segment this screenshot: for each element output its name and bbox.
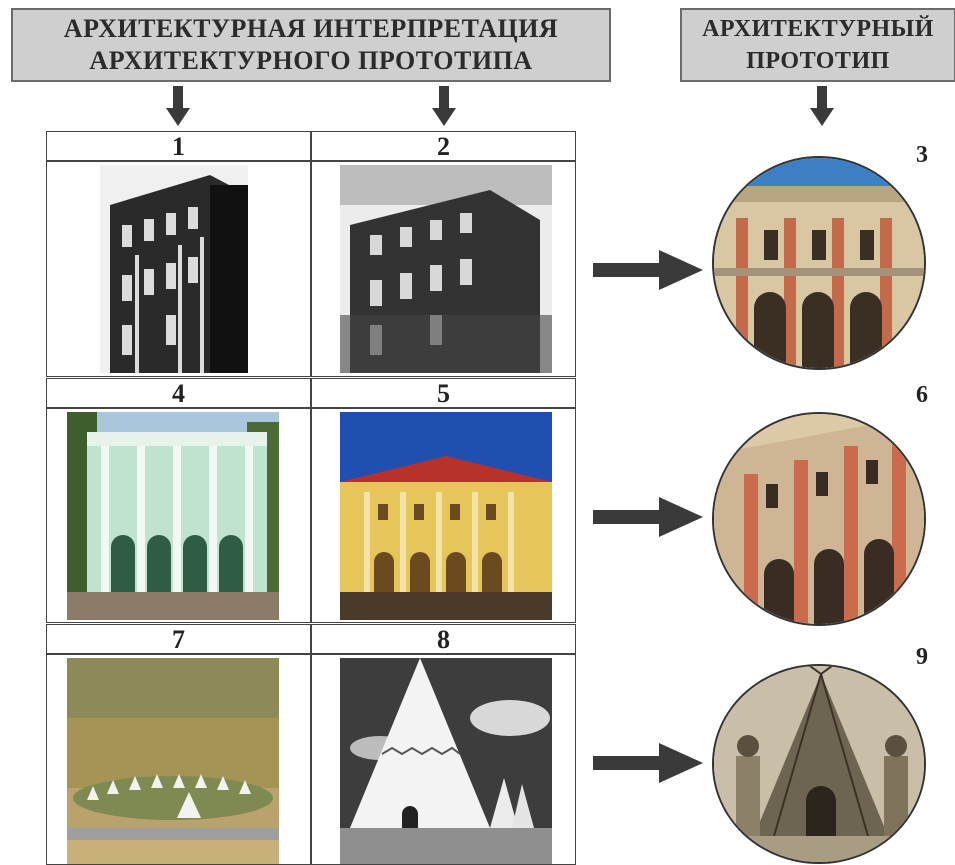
yellow-building-icon bbox=[340, 412, 552, 620]
right-arrow-icon bbox=[593, 743, 703, 783]
prototype-label-6: 6 bbox=[916, 382, 928, 408]
right-arrow-icon bbox=[593, 250, 703, 290]
prototype-photo-9 bbox=[712, 664, 926, 864]
cell-label-4: 4 bbox=[46, 378, 311, 408]
photo-cell-7 bbox=[46, 654, 311, 865]
bw-engraving-building-icon bbox=[340, 165, 552, 373]
bw-engraving-building-icon bbox=[100, 165, 248, 373]
teepee-village-aerial-icon bbox=[67, 658, 279, 864]
header-prototype: АРХИТЕКТУРНЫЙ ПРОТОТИП bbox=[680, 8, 955, 82]
down-arrow-icon bbox=[810, 86, 834, 126]
photo-cell-8 bbox=[311, 654, 576, 865]
mint-green-building-icon bbox=[67, 412, 279, 620]
prototype-photo-6 bbox=[712, 412, 926, 626]
photo-cell-1 bbox=[46, 161, 311, 377]
white-teepee-icon bbox=[340, 658, 552, 864]
palazzo-colonnade-icon bbox=[714, 158, 924, 368]
photo-cell-2 bbox=[311, 161, 576, 377]
photo-cell-5 bbox=[311, 408, 576, 623]
prototype-photo-3 bbox=[712, 156, 926, 370]
prototype-label-9: 9 bbox=[916, 644, 928, 670]
header-interpretation-line2: АРХИТЕКТУРНОГО ПРОТОТИПА bbox=[89, 46, 533, 75]
palazzo-colonnade-icon bbox=[714, 414, 924, 624]
header-interpretation-line1: АРХИТЕКТУРНАЯ ИНТЕРПРЕТАЦИЯ bbox=[63, 14, 559, 43]
photo-cell-4 bbox=[46, 408, 311, 623]
cell-label-1: 1 bbox=[46, 131, 311, 161]
header-interpretation: АРХИТЕКТУРНАЯ ИНТЕРПРЕТАЦИЯ АРХИТЕКТУРНО… bbox=[11, 8, 611, 82]
down-arrow-icon bbox=[432, 86, 456, 126]
cell-label-5: 5 bbox=[311, 378, 576, 408]
cell-label-8: 8 bbox=[311, 624, 576, 654]
cell-label-2: 2 bbox=[311, 131, 576, 161]
header-prototype-line1: АРХИТЕКТУРНЫЙ bbox=[702, 16, 934, 42]
down-arrow-icon bbox=[166, 86, 190, 126]
right-arrow-icon bbox=[593, 497, 703, 537]
header-prototype-line2: ПРОТОТИП bbox=[746, 48, 890, 74]
teepee-photo-icon bbox=[714, 666, 924, 862]
cell-label-7: 7 bbox=[46, 624, 311, 654]
prototype-label-3: 3 bbox=[916, 142, 928, 168]
